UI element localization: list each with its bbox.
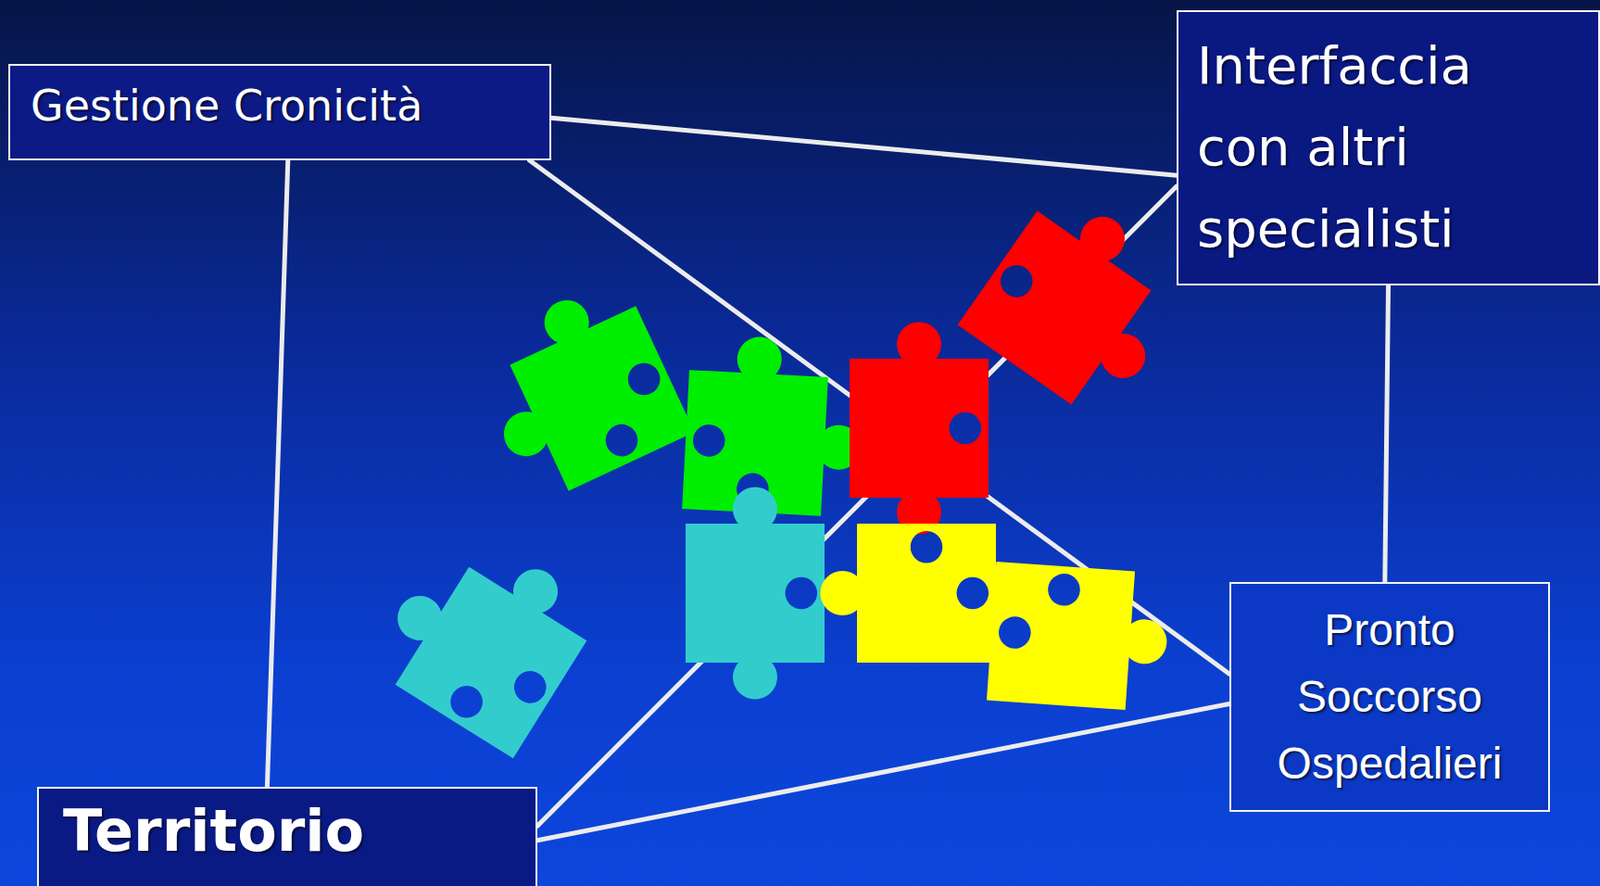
puzzle-piece <box>986 561 1172 713</box>
node-label: Gestione Cronicità <box>30 80 530 132</box>
connector-line <box>537 703 1230 840</box>
puzzle-piece <box>364 516 606 758</box>
puzzle-piece <box>819 523 996 663</box>
puzzle-piece <box>849 321 989 534</box>
puzzle-piece <box>461 272 695 506</box>
node-label: Pronto Soccorso Ospedalieri <box>1250 596 1529 797</box>
node-label: Interfaccia con altri specialisti <box>1196 25 1568 270</box>
label-box: Pronto Soccorso Ospedalieri <box>1229 581 1550 812</box>
connector-line <box>1385 285 1389 582</box>
label-box: Gestione Cronicità <box>8 63 552 161</box>
puzzle-piece <box>957 180 1203 426</box>
puzzle-piece <box>685 486 825 699</box>
label-box: Interfaccia con altri specialisti <box>1176 10 1600 286</box>
node-label: Territorio <box>62 799 512 863</box>
connector-line <box>551 117 1177 176</box>
connector-line <box>266 160 288 787</box>
puzzle-piece <box>681 333 867 518</box>
label-box: Territorio <box>37 786 538 886</box>
